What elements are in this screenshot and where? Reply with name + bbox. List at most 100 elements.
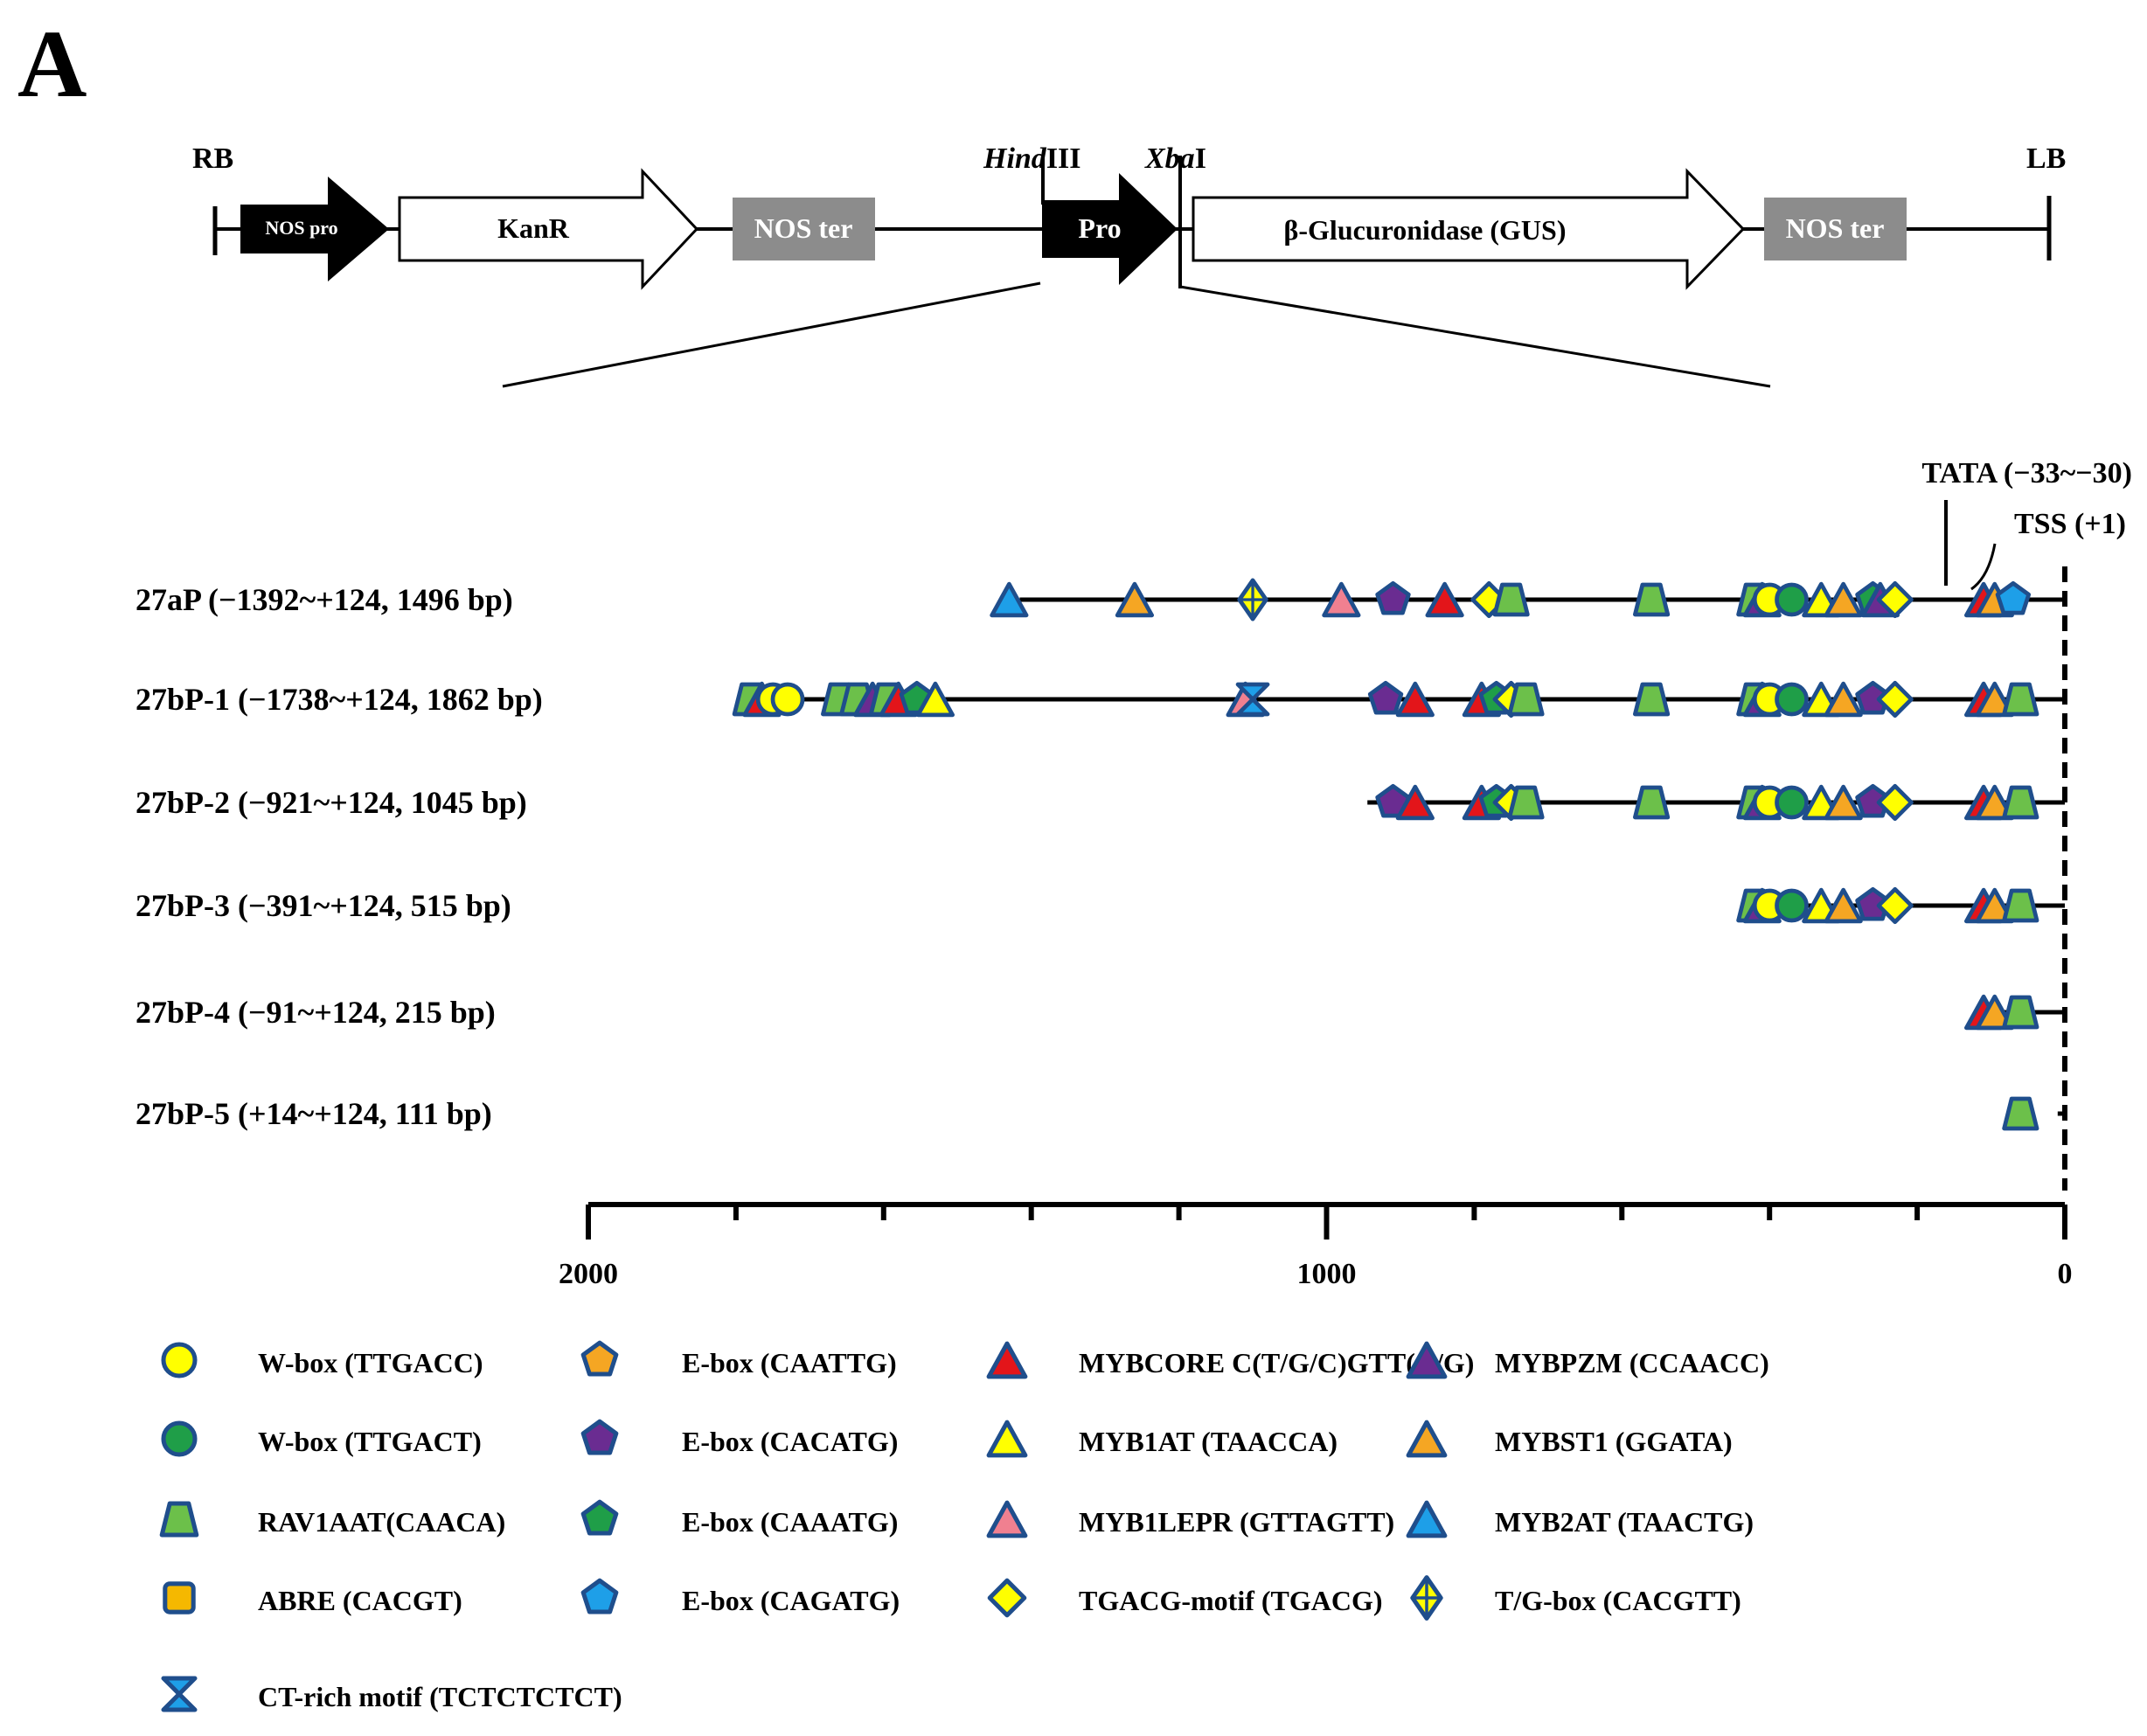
- legend-item: MYBCORE C(T/G/C)GTT(A/G): [986, 1341, 1474, 1379]
- legend-label: CT-rich motif (TCTCTCTCT): [258, 1681, 622, 1712]
- kanr-label: KanR: [497, 212, 570, 244]
- motif-mybst1: [1824, 887, 1863, 924]
- motif-myb1lepr: [1322, 581, 1361, 618]
- legend-item: TGACG-motif (TGACG): [987, 1578, 1383, 1618]
- legend-label: E-box (CAAATG): [682, 1506, 898, 1538]
- legend-label: MYB2AT (TAACTG): [1495, 1506, 1754, 1538]
- rb-label: RB: [192, 142, 233, 175]
- construct-label: 27bP-2 (−921~+124, 1045 bp): [135, 785, 527, 820]
- construct-label: 27bP-5 (+14~+124, 111 bp): [135, 1096, 492, 1131]
- legend-label: MYBST1 (GGATA): [1495, 1426, 1733, 1457]
- legend-swatch-wbox_ttgact: [161, 1420, 198, 1457]
- legend-label: ABRE (CACGT): [258, 1585, 462, 1616]
- hind-site-label: HindIII: [983, 142, 1081, 175]
- legend-item: E-box (CAGATG): [580, 1578, 900, 1616]
- motif-wbox_ttgact: [1775, 888, 1809, 923]
- motif-mybst1: [1975, 784, 2014, 821]
- legend-swatch-rav1aat: [159, 1501, 199, 1538]
- gus-arrow: [1192, 168, 1746, 290]
- motif-tgacg: [1876, 783, 1914, 822]
- construct-row: 27bP-4 (−91~+124, 215 bp): [135, 994, 2065, 1031]
- panel-label: A: [17, 10, 87, 117]
- legend-item: MYBPZM (CCAACC): [1406, 1341, 1769, 1379]
- legend-swatch-tg_box: [1410, 1575, 1443, 1621]
- legend-swatch-ct_rich: [161, 1676, 198, 1712]
- motif-rav1aat: [1633, 682, 1671, 717]
- legend-label: TGACG-motif (TGACG): [1079, 1585, 1383, 1616]
- legend-item: MYB1LEPR (GTTAGTT): [986, 1500, 1394, 1538]
- legend-item: W-box (TTGACC): [161, 1342, 483, 1378]
- position-axis: 2000 1000 0: [559, 1202, 2073, 1290]
- nos-ter-2-label: NOS ter: [1786, 212, 1885, 244]
- motif-ebox_cacatg: [1375, 580, 1411, 615]
- legend-item: W-box (TTGACT): [161, 1420, 482, 1457]
- legend-item: T/G-box (CACGTT): [1410, 1575, 1741, 1621]
- legend-item: E-box (CAAATG): [580, 1499, 898, 1538]
- axis-tick-label: 1000: [1297, 1258, 1357, 1290]
- legend-item: MYBST1 (GGATA): [1406, 1420, 1733, 1458]
- motif-rav1aat: [2002, 682, 2039, 717]
- motif-rav1aat: [1492, 582, 1530, 617]
- motif-tgacg: [1876, 886, 1914, 925]
- legend-item: CT-rich motif (TCTCTCTCT): [161, 1676, 622, 1712]
- legend-swatch-myb1lepr: [986, 1500, 1028, 1538]
- motif-tg_box: [1237, 578, 1268, 621]
- tata-label: TATA (−33~−30): [1921, 457, 2132, 490]
- legend-swatch-ebox_cacatg: [580, 1419, 619, 1455]
- legend-swatch-ebox_cagatg: [580, 1578, 619, 1614]
- legend-swatch-abre: [163, 1581, 196, 1614]
- motif-mybst1: [1975, 887, 2014, 924]
- legend-label: MYBPZM (CCAACC): [1495, 1347, 1769, 1378]
- legend-label: W-box (TTGACT): [258, 1426, 482, 1457]
- motif-rav1aat: [2002, 1096, 2039, 1131]
- motif-mybst1: [1824, 581, 1863, 618]
- legend-swatch-mybpzm: [1406, 1341, 1448, 1379]
- axis-tick-label: 0: [2058, 1258, 2073, 1290]
- legend-item: RAV1AAT(CAACA): [159, 1501, 505, 1538]
- axis-tick-label: 2000: [559, 1258, 618, 1290]
- legend-item: E-box (CACATG): [580, 1419, 898, 1457]
- construct-label: 27bP-3 (−391~+124, 515 bp): [135, 888, 511, 923]
- motif-ebox_cacatg: [1375, 783, 1411, 818]
- motif-mybst1: [1115, 581, 1155, 618]
- construct-row: 27aP (−1392~+124, 1496 bp): [135, 578, 2065, 621]
- tss-label: TSS (+1): [2014, 508, 2126, 540]
- motif-rav1aat: [2002, 785, 2039, 820]
- tss-pointer: [1970, 543, 1997, 591]
- construct-rows: 27aP (−1392~+124, 1496 bp) 27bP-1 (−1738~…: [135, 578, 2065, 1131]
- legend-swatch-tgacg: [987, 1578, 1027, 1618]
- motif-rav1aat: [1507, 785, 1545, 820]
- legend-swatch-myb1at: [986, 1420, 1028, 1458]
- legend-swatch-mybst1: [1406, 1420, 1448, 1458]
- lb-label: LB: [2026, 142, 2066, 175]
- construct-row: 27bP-3 (−391~+124, 515 bp): [135, 886, 2065, 925]
- legend-swatch-ebox_caattg: [580, 1340, 619, 1377]
- legend-label: E-box (CAGATG): [682, 1585, 900, 1616]
- construct-label: 27bP-1 (−1738~+124, 1862 bp): [135, 682, 543, 717]
- legend-swatch-myb2at: [1406, 1500, 1448, 1538]
- legend-label: T/G-box (CACGTT): [1495, 1585, 1741, 1616]
- motif-rav1aat: [1633, 582, 1671, 617]
- motif-rav1aat: [2002, 995, 2039, 1030]
- nos-pro-arrow: [240, 177, 389, 281]
- motif-wbox_ttgact: [1775, 682, 1809, 717]
- construct-label: 27bP-4 (−91~+124, 215 bp): [135, 995, 496, 1030]
- nos-ter-1-box: [733, 198, 875, 260]
- kanr-arrow: [398, 168, 699, 290]
- pro-arrow: [1042, 173, 1178, 285]
- motif-mybst1: [1824, 784, 1863, 821]
- construct-row: 27bP-5 (+14~+124, 111 bp): [135, 1096, 2065, 1131]
- motif-mybst1: [1975, 681, 2014, 718]
- xba-site-label: XbaI: [1144, 142, 1206, 175]
- vector-map: RB LB NOS pro KanR NOS ter HindIII XbaI …: [192, 142, 2066, 388]
- legend-label: E-box (CAATTG): [682, 1347, 897, 1378]
- legend-item: MYB1AT (TAACCA): [986, 1420, 1338, 1458]
- motif-mybst1: [1975, 994, 2014, 1031]
- legend-item: ABRE (CACGT): [163, 1581, 462, 1616]
- pro-label: Pro: [1078, 212, 1121, 244]
- zoom-line-left: [502, 281, 1041, 388]
- nos-pro-label: NOS pro: [265, 217, 337, 239]
- motif-rav1aat: [2002, 888, 2039, 923]
- motif-myb2at: [990, 581, 1029, 618]
